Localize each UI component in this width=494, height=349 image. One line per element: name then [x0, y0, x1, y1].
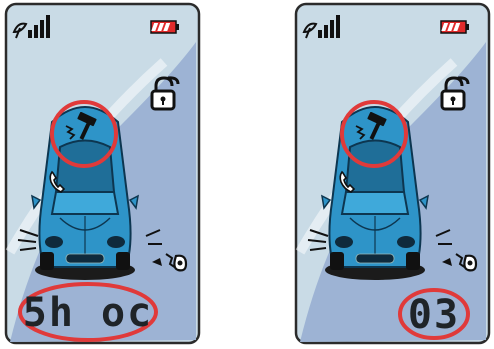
lcd-screen-shock-text: 5h oc: [4, 2, 201, 345]
battery-icon: [441, 21, 469, 33]
lcd-screen-illustration: 5h oc: [4, 2, 201, 345]
lcd-screen-illustration: 03: [294, 2, 491, 345]
battery-icon: [151, 21, 179, 33]
segment-display: 5h oc: [23, 290, 153, 336]
lcd-screen-shock-count: 03: [294, 2, 491, 345]
segment-display: 03: [408, 292, 460, 338]
